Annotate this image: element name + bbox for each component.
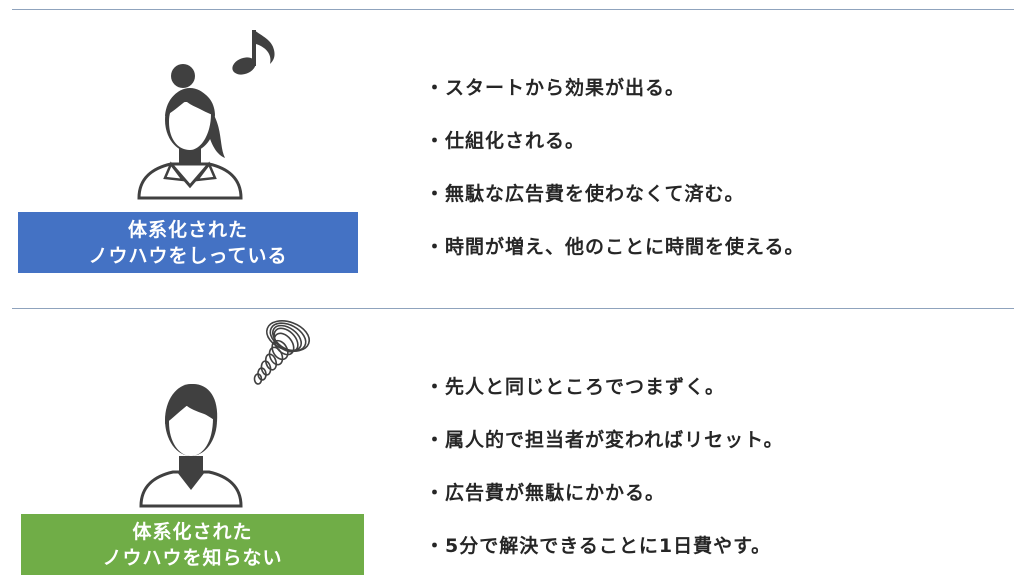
problems-list: 先人と同じところでつまずく。 属人的で担当者が変わればリセット。 広告費が無駄に… xyxy=(425,372,784,584)
top-divider xyxy=(12,9,1014,10)
label-line-2: ノウハウをしっている xyxy=(88,244,288,267)
list-item: 5分で解決できることに1日費やす。 xyxy=(425,531,784,584)
music-note-icon xyxy=(232,30,275,75)
list-item: 属人的で担当者が変わればリセット。 xyxy=(425,425,784,478)
list-item: 仕組化される。 xyxy=(425,126,804,179)
label-line-1: 体系化された xyxy=(132,520,253,543)
know-how-unknown-label: 体系化された ノウハウを知らない xyxy=(21,514,364,575)
scribble-cloud-icon xyxy=(253,320,311,385)
person-short-hair-icon xyxy=(139,384,243,508)
label-line-2: ノウハウを知らない xyxy=(102,546,283,569)
list-item: 先人と同じところでつまずく。 xyxy=(425,372,784,425)
woman-with-ponytail-icon xyxy=(137,64,243,200)
benefits-list: スタートから効果が出る。 仕組化される。 無駄な広告費を使わなくて済む。 時間が… xyxy=(425,73,804,285)
list-item: スタートから効果が出る。 xyxy=(425,73,804,126)
middle-divider xyxy=(12,308,1014,309)
know-how-known-label: 体系化された ノウハウをしっている xyxy=(18,212,358,273)
label-line-1: 体系化された xyxy=(127,218,248,241)
list-item: 無駄な広告費を使わなくて済む。 xyxy=(425,179,804,232)
list-item: 広告費が無駄にかかる。 xyxy=(425,478,784,531)
list-item: 時間が増え、他のことに時間を使える。 xyxy=(425,232,804,285)
